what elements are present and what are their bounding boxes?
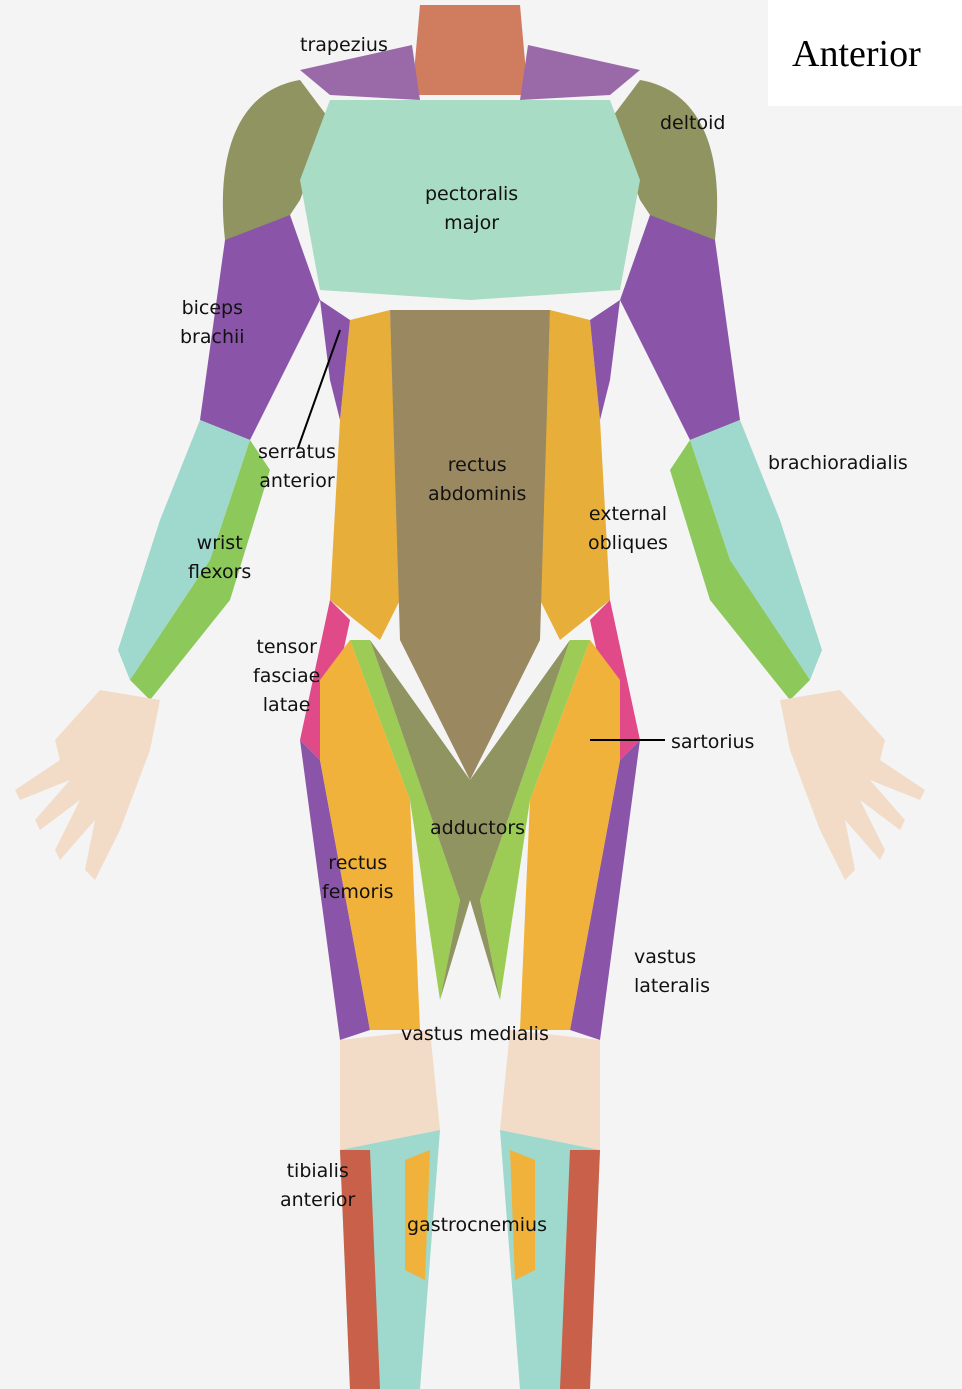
label-adductors: adductors bbox=[430, 814, 525, 843]
label-trapezius: trapezius bbox=[300, 31, 388, 60]
label-deltoid: deltoid bbox=[660, 109, 725, 138]
label-vastus-medialis: vastus medialis bbox=[401, 1020, 549, 1049]
trapezius-muscle-right bbox=[520, 45, 640, 100]
biceps-right bbox=[620, 215, 740, 440]
hand-right bbox=[780, 690, 925, 880]
diagram-title: Anterior bbox=[792, 32, 921, 76]
label-gastrocnemius: gastrocnemius bbox=[407, 1211, 547, 1240]
hand-left bbox=[15, 690, 160, 880]
neck bbox=[412, 5, 528, 95]
label-sartorius: sartorius bbox=[671, 728, 754, 757]
label-brachioradialis: brachioradialis bbox=[768, 449, 908, 478]
